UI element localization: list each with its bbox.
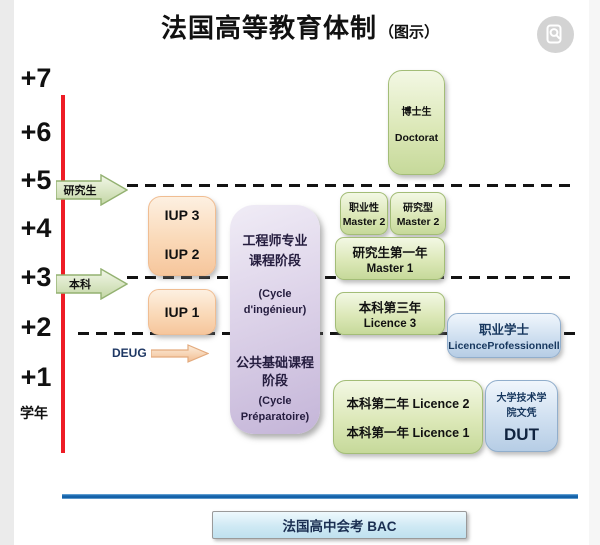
licence1-line: 本科第一年 Licence 1	[346, 426, 470, 440]
tick-plus4: +4	[20, 213, 52, 243]
node-iup3-iup2: IUP 3 IUP 2	[148, 196, 216, 276]
engineer-stage-zh-line1: 工程师专业	[242, 233, 308, 248]
iup1-label: IUP 1	[164, 304, 200, 320]
prep-stage-zh-line2: 阶段	[261, 373, 288, 388]
node-dut: 大学技术学 院文凭 DUT	[485, 380, 558, 452]
title-paren: （图示）	[379, 25, 440, 41]
licence3-fr: Licence 3	[363, 318, 417, 330]
node-doctorat: 博士生 Doctorat	[388, 70, 445, 175]
right-arrow-icon	[55, 173, 129, 207]
blue-baseline	[62, 494, 578, 499]
undergraduate-arrow-label: 本科	[69, 279, 91, 291]
doctorat-zh: 博士生	[401, 107, 432, 118]
dut-zh-line1: 大学技术学	[496, 393, 547, 404]
deug-arrow	[150, 344, 210, 363]
iup2-label: IUP 2	[164, 246, 200, 262]
right-arrow-icon	[150, 344, 210, 363]
red-axis-line	[61, 95, 65, 453]
tick-plus6: +6	[20, 117, 52, 147]
tick-plus1: +1	[20, 362, 52, 392]
licence2-line: 本科第二年 Licence 2	[346, 397, 470, 411]
dut-zh-line2: 院文凭	[506, 408, 537, 419]
master2-res-fr: Master 2	[396, 216, 440, 228]
node-master2-research: 研究型 Master 2	[390, 192, 446, 235]
image-preview-button[interactable]	[537, 16, 574, 53]
tick-plus3: +3	[20, 262, 52, 292]
master1-zh: 研究生第一年	[352, 246, 428, 260]
dashed-line-plus5	[127, 184, 577, 187]
tick-plus7: +7	[20, 63, 52, 93]
node-licence-professionnelle: 职业学士 LicenceProfessionnell	[447, 313, 561, 358]
magnifier-preview-icon	[546, 24, 562, 44]
right-arrow-icon	[55, 267, 129, 301]
iup3-label: IUP 3	[164, 207, 200, 223]
master2-pro-zh: 职业性	[349, 203, 379, 214]
bac-label: 法国高中会考 BAC	[282, 519, 397, 534]
engineer-stage-fr-line2: d'ingénieur)	[243, 304, 307, 316]
node-master2-professional: 职业性 Master 2	[340, 192, 388, 235]
dut-fr: DUT	[504, 425, 539, 444]
axis-label-school-year: 学年	[20, 405, 48, 421]
node-licence3: 本科第三年 Licence 3	[335, 292, 445, 335]
node-master1: 研究生第一年 Master 1	[335, 237, 445, 280]
dashed-line-plus2	[78, 332, 577, 335]
left-edge-strip	[0, 0, 14, 545]
master1-fr: Master 1	[366, 263, 414, 275]
node-engineer-cycle: 工程师专业 课程阶段 (Cycle d'ingénieur) 公共基础课程 阶段…	[230, 205, 320, 434]
node-bac: 法国高中会考 BAC	[212, 511, 467, 539]
licence-pro-zh: 职业学士	[478, 323, 529, 337]
master2-pro-fr: Master 2	[342, 216, 386, 228]
prep-stage-fr-line2: Préparatoire)	[240, 411, 310, 423]
licence-pro-fr: LicenceProfessionnell	[448, 340, 560, 352]
doctorat-fr: Doctorat	[394, 132, 439, 144]
engineer-stage-zh-line2: 课程阶段	[248, 253, 301, 268]
graduate-arrow: 研究生	[55, 173, 129, 207]
graduate-arrow-label: 研究生	[63, 185, 97, 197]
tick-plus2: +2	[20, 312, 52, 342]
node-licence2-licence1: 本科第二年 Licence 2 本科第一年 Licence 1	[333, 380, 483, 454]
master2-res-zh: 研究型	[403, 203, 433, 214]
page-title: 法国高等教育体制 （图示）	[0, 8, 600, 45]
engineer-stage-fr-line1: (Cycle	[258, 288, 292, 300]
right-edge-strip	[589, 0, 600, 545]
node-iup1: IUP 1	[148, 289, 216, 335]
deug-label: DEUG	[112, 346, 147, 360]
prep-stage-zh-line1: 公共基础课程	[235, 355, 314, 370]
undergraduate-arrow: 本科	[55, 267, 129, 301]
title-main: 法国高等教育体制	[160, 14, 377, 43]
licence3-zh: 本科第三年	[358, 301, 422, 315]
tick-plus5: +5	[20, 165, 52, 195]
prep-stage-fr-line1: (Cycle	[258, 395, 292, 407]
